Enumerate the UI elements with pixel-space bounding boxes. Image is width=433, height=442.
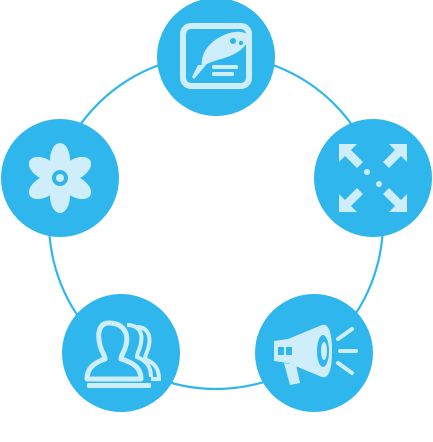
node-note-edit [157,0,275,116]
node-expand [314,119,432,237]
flower-icon [28,143,92,213]
node-flower [1,119,119,237]
node-users [62,294,180,412]
expand-arrows-icon [339,144,407,212]
node-megaphone [255,294,373,412]
megaphone-icon [274,324,358,385]
note-edit-icon [180,23,252,89]
node-circle [314,119,432,237]
users-icon [84,320,162,388]
